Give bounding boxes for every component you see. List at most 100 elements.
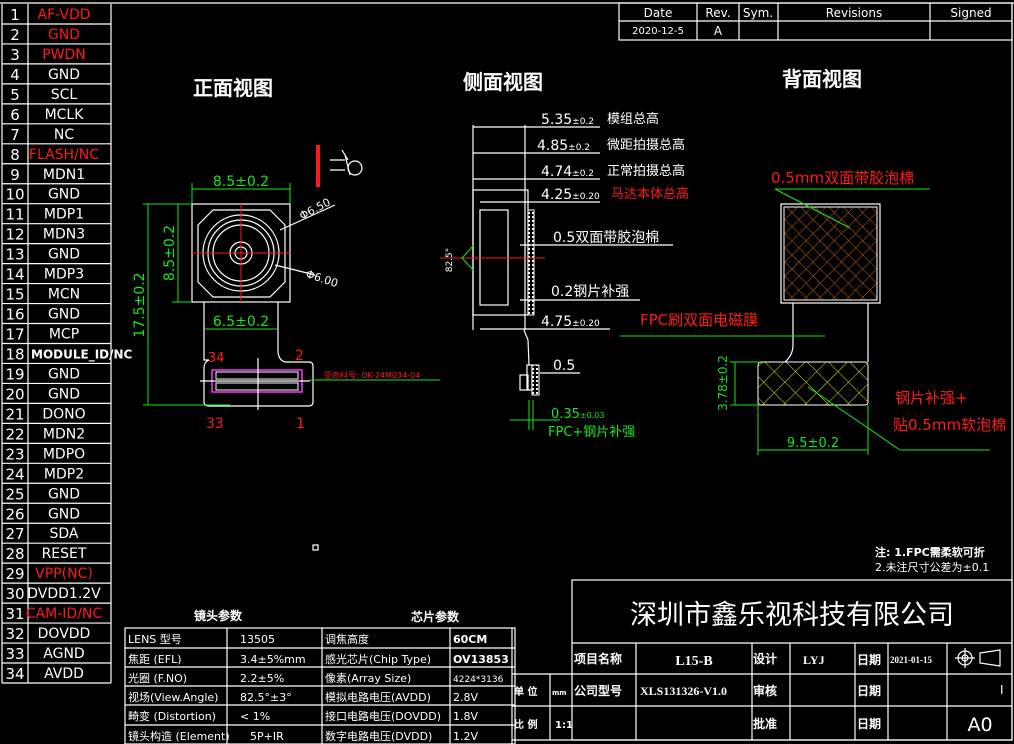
- back-height-dim: 3.78±0.2: [716, 355, 730, 411]
- dim-0-5: 0.5: [553, 358, 575, 374]
- pin-number: 27: [5, 525, 24, 543]
- pin-label: MCN: [48, 287, 80, 303]
- pin-label: GND: [48, 486, 80, 502]
- pin-label: MCP: [49, 327, 79, 343]
- chip-param-name: 像素(Array Size): [325, 672, 411, 685]
- pin-number: 26: [5, 505, 24, 523]
- chip-param-name: 感光芯片(Chip Type): [325, 652, 431, 666]
- pin-label: MDP1: [44, 207, 84, 223]
- pin-number: 24: [5, 465, 24, 483]
- note-line-1: 注: 1.FPC需柔软可折: [875, 545, 985, 559]
- side-notes: 0.5双面带胶泡棉 0.2钢片补强 4.75±0.20 0.5 0.35±0.0…: [480, 229, 673, 440]
- pin-label: GND: [48, 67, 80, 83]
- pin-number: 30: [5, 585, 24, 603]
- pin-label: MCLK: [45, 107, 85, 123]
- pin-number: 18: [5, 345, 24, 363]
- lens-param-name: LENS 型号: [128, 632, 182, 646]
- side-angle: 82.5°: [445, 248, 455, 273]
- pin-label: GND: [48, 27, 80, 43]
- esd-symbol-icon: [316, 145, 363, 187]
- pin-number: 21: [5, 405, 24, 423]
- pin-label: PWDN: [42, 47, 86, 63]
- pin-label: MDN3: [43, 227, 85, 243]
- side-steel-label: 0.2钢片补强: [551, 284, 629, 300]
- pin-mark-34: 34: [208, 351, 225, 366]
- pin-number: 34: [5, 665, 24, 683]
- pin-number: 14: [5, 266, 24, 284]
- pin-number: 17: [5, 326, 24, 344]
- side-dim-value: 4.74±0.2: [541, 164, 594, 180]
- side-dim-desc: 正常拍摄总高: [607, 163, 685, 179]
- pin-label: AF-VDD: [38, 7, 91, 23]
- connector-part-number: 亚奇料号: OK-24M034-04: [324, 370, 420, 380]
- rev-header-signed: Signed: [950, 6, 991, 20]
- pin-mark-2: 2: [295, 348, 304, 364]
- date-label-3: 日期: [857, 716, 881, 731]
- model-label: 公司型号: [574, 683, 622, 698]
- pin-number: 13: [5, 246, 24, 264]
- back-steel-label-2: 贴0.5mm软泡棉: [893, 416, 1006, 434]
- chip-param-value: 1.2V: [453, 730, 478, 743]
- dim-0-35: 0.35±0.03: [551, 407, 604, 422]
- rev-header-revisions: Revisions: [826, 6, 882, 20]
- title-block: 深圳市鑫乐视科技有限公司 项目名称 L15-B 设计 LYJ 日期 2021-0…: [511, 579, 1013, 744]
- pin-number: 7: [10, 126, 20, 144]
- pin-label: DOVDD: [38, 626, 91, 642]
- design-label: 设计: [753, 651, 777, 666]
- pin-number: 4: [10, 66, 20, 84]
- unit-value: mm: [552, 689, 567, 697]
- pin-label: AVDD: [44, 666, 84, 682]
- sheet-mark: I: [1000, 683, 1004, 697]
- rev-date: 2020-12-5: [632, 26, 684, 37]
- lens-param-value: 3.4±5%mm: [240, 653, 306, 666]
- lens-param-value: 2.2±5%: [240, 672, 284, 685]
- pin-label: NC: [54, 127, 74, 143]
- scale-value: 1:1: [555, 720, 573, 731]
- fpc-steel-label: FPC+钢片补强: [548, 425, 635, 440]
- pin-label: DONO: [42, 406, 85, 422]
- back-view-title: 背面视图: [782, 67, 862, 91]
- lens-param-name: 焦距 (EFL): [128, 653, 182, 666]
- side-foam-label: 0.5双面带胶泡棉: [553, 229, 659, 246]
- chip-param-name: 模拟电路电压(AVDD): [325, 690, 431, 704]
- dim-dia-inner: Φ6.00: [304, 267, 340, 290]
- pin-number: 3: [10, 46, 20, 64]
- pin-label: MDPO: [43, 446, 85, 462]
- pin-number: 29: [5, 565, 24, 583]
- pin-number: 11: [5, 206, 24, 224]
- pin-number: 20: [5, 385, 24, 403]
- pin-number: 25: [5, 485, 24, 503]
- side-dim-value: 5.35±0.2: [541, 112, 594, 128]
- back-foam-label: 0.5mm双面带胶泡棉: [771, 169, 914, 187]
- pin-mark-33: 33: [206, 416, 224, 432]
- dim-body-height: 8.5±0.2: [162, 225, 178, 281]
- side-dim-desc: 模组总高: [607, 111, 659, 127]
- lens-param-name: 畸变 (Distortion): [128, 709, 216, 723]
- sheet-size: A0: [967, 714, 992, 736]
- side-view: 82.5°: [440, 125, 560, 430]
- lens-param-value: 13505: [240, 633, 275, 646]
- back-width-dim: 9.5±0.2: [787, 436, 839, 451]
- pin-label: SDA: [50, 526, 79, 542]
- pin-label: GND: [48, 386, 80, 402]
- chip-param-value: 4224*3136: [453, 675, 504, 685]
- pin-number: 8: [10, 146, 20, 164]
- scale-label: 比 例: [514, 718, 537, 731]
- unit-label: 单 位: [514, 685, 537, 698]
- dim-width-top: 8.5±0.2: [213, 174, 269, 190]
- project-name: L15-B: [675, 654, 712, 669]
- pin-label: GND: [48, 247, 80, 263]
- pin-label: GND: [48, 187, 80, 203]
- date-label-2: 日期: [857, 683, 881, 698]
- projection-symbol-icon: [955, 648, 1001, 668]
- review-label: 审核: [753, 683, 777, 698]
- pin-number: 6: [10, 106, 20, 124]
- side-dim-desc: 马达本体总高: [611, 186, 689, 202]
- rev-header-sym: Sym.: [743, 6, 773, 20]
- pin-number: 32: [5, 625, 24, 643]
- pin-label: VPP(NC): [35, 566, 93, 582]
- pin-number: 19: [5, 365, 24, 383]
- pin-number: 31: [5, 605, 24, 623]
